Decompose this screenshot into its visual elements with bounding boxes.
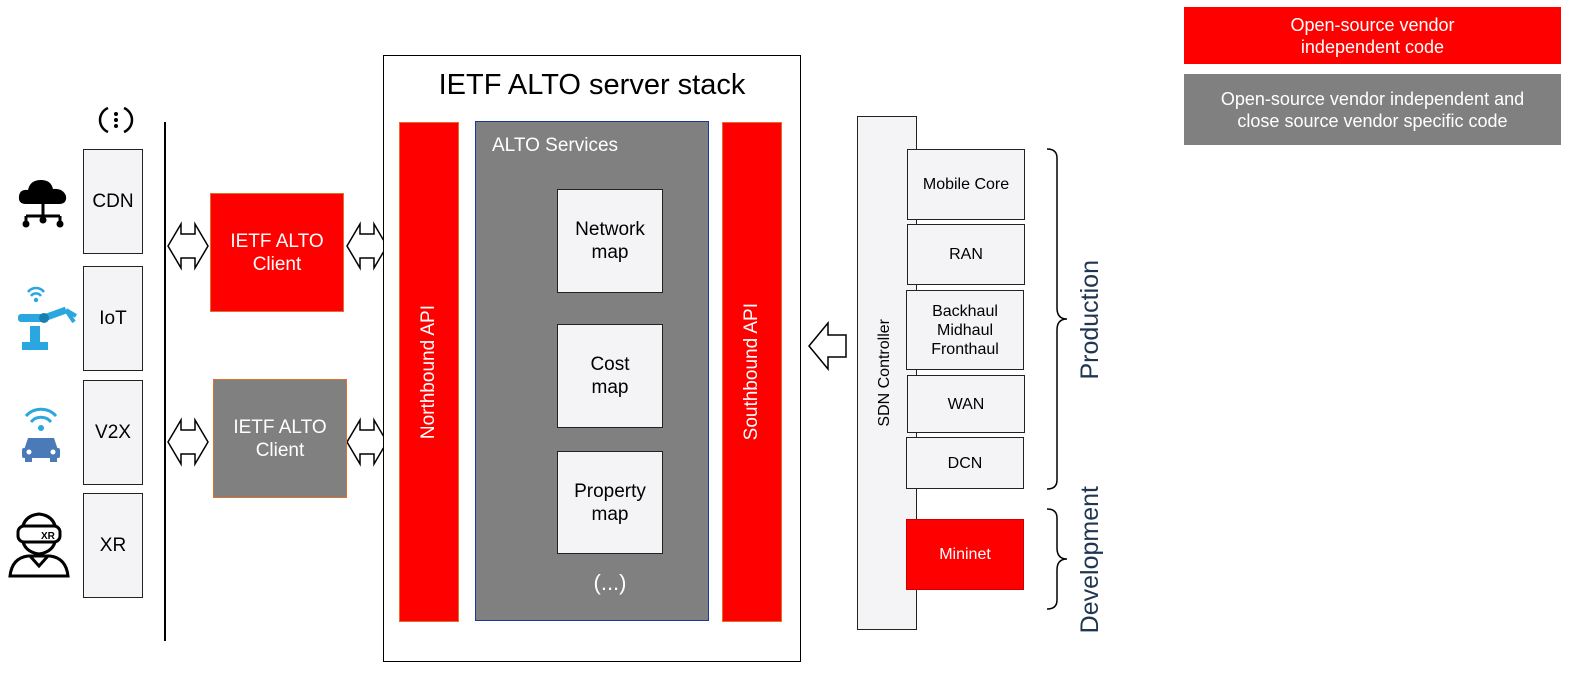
domain-mininet: Mininet: [906, 519, 1024, 590]
app-cdn: CDN: [83, 149, 143, 254]
domain-mobile-core-label: Mobile Core: [922, 176, 1010, 193]
domain-wan: WAN: [907, 375, 1025, 433]
app-xr-label: XR: [99, 534, 127, 556]
connected-car-icon: [22, 407, 60, 462]
alto-client-open-source: IETF ALTO Client: [210, 193, 344, 312]
app-v2x: V2X: [83, 380, 143, 485]
alto-client-mixed-source: IETF ALTO Client: [213, 379, 347, 498]
alto-client-mixed-source-label: IETF ALTO Client: [233, 416, 327, 461]
legend-open-source-label: Open-source vendor independent code: [1290, 14, 1455, 57]
development-brace: [1046, 508, 1068, 610]
development-label-wrap: Development: [1072, 470, 1108, 650]
alto-client-open-source-label: IETF ALTO Client: [230, 230, 324, 275]
double-arrow-client-stack-bottom: [346, 417, 388, 467]
domain-ran-label: RAN: [949, 246, 983, 263]
double-arrow-client-stack-top: [346, 221, 388, 271]
robot-arm-wifi-icon: [18, 286, 78, 350]
sdn-controller-label: SDN Controller: [876, 319, 893, 427]
domain-dcn: DCN: [906, 437, 1024, 489]
service-property-map-label: Property map: [574, 480, 646, 525]
domain-dcn-label: DCN: [947, 454, 983, 472]
svg-text:XR: XR: [41, 531, 56, 542]
alto-server-stack-title: IETF ALTO server stack: [438, 68, 746, 101]
alto-services-title: ALTO Services: [492, 135, 619, 156]
double-arrow-app-client-bottom: [167, 417, 209, 467]
legend-mixed-source: Open-source vendor independent and close…: [1184, 74, 1561, 145]
domain-wan-label: WAN: [947, 395, 985, 413]
vr-headset-user-icon: XR: [8, 512, 70, 578]
service-property-map: Property map: [557, 451, 663, 554]
production-brace: [1046, 148, 1068, 490]
production-label: Production: [1075, 260, 1104, 380]
app-xr: XR: [83, 493, 143, 598]
legend-open-source: Open-source vendor independent code: [1184, 7, 1561, 64]
domain-backhaul-label: Backhaul Midhaul Fronthaul: [931, 302, 999, 358]
service-cost-map-label: Cost map: [590, 354, 630, 398]
double-arrow-app-client-top: [167, 221, 209, 271]
app-iot-label: IoT: [99, 307, 127, 329]
cloud-network-icon: [18, 180, 67, 228]
domain-mininet-label: Mininet: [939, 545, 991, 563]
production-label-wrap: Production: [1072, 200, 1108, 440]
service-network-map: Network map: [557, 189, 663, 293]
legend-mixed-source-label: Open-source vendor independent and close…: [1220, 88, 1525, 131]
app-v2x-label: V2X: [95, 421, 131, 443]
service-cost-map: Cost map: [557, 324, 663, 428]
development-label: Development: [1075, 486, 1104, 634]
northbound-api-label: Northbound API: [418, 304, 439, 440]
domain-ran: RAN: [907, 224, 1025, 285]
services-more-ellipsis: (...): [593, 570, 627, 595]
arrow-sdn-to-stack: [808, 320, 847, 372]
app-cdn-label: CDN: [92, 190, 134, 212]
service-network-map-label: Network map: [575, 219, 645, 263]
app-iot: IoT: [83, 266, 143, 371]
southbound-api: Southbound API: [722, 122, 782, 622]
northbound-api: Northbound API: [399, 122, 459, 622]
app-separator-line: [164, 122, 166, 641]
more-icon: [98, 106, 134, 134]
domain-mobile-core: Mobile Core: [907, 149, 1025, 220]
southbound-api-label: Southbound API: [741, 303, 762, 441]
domain-backhaul: Backhaul Midhaul Fronthaul: [906, 290, 1024, 370]
